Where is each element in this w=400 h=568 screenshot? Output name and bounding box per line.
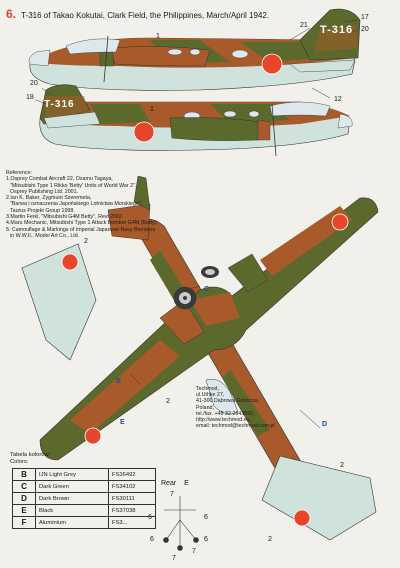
wing-underside-left	[21, 243, 97, 361]
color-letter: F	[12, 516, 36, 529]
publisher-email: email: techmod@techmod.com.pl	[196, 423, 275, 430]
publisher-address: Techmod, ul.Uthke 27, 41-300 Dąbrowa Gór…	[196, 386, 275, 429]
rear-label: Rear E	[161, 480, 189, 487]
colors-heading: Tabela kolorów: Colors:	[10, 452, 50, 466]
colors-title-en: Colors:	[10, 459, 29, 465]
color-fs: FS3...	[108, 516, 156, 529]
tail-code-lower: T-316	[44, 99, 75, 110]
callout-7b: 7	[192, 548, 196, 555]
callout-7c: 7	[172, 555, 176, 562]
callout-17: 17	[361, 14, 369, 21]
callout-6c: 6	[150, 536, 154, 543]
reference-line: 4.Maru Mechanic, Mitsubishi Type 1 Attac…	[6, 220, 158, 227]
publisher-url: http://www.techmod.eu,	[196, 417, 252, 424]
tail-code-upper: T-316	[320, 24, 354, 36]
color-row: B IJN Light Grey FS36492	[12, 468, 156, 481]
plan-view	[39, 175, 379, 491]
wheel-detail	[173, 286, 197, 310]
color-fs: FS37038	[108, 504, 156, 517]
color-name: Aluminium	[35, 516, 109, 529]
callout-21: 21	[300, 22, 308, 29]
callout-1b: 1	[150, 106, 154, 113]
references-heading: Reference:	[6, 170, 32, 176]
reference-line: 5. Camouflage & Markings of Imperial Jap…	[6, 226, 156, 233]
callout-6d: 6	[204, 536, 208, 543]
tailwheel-detail	[201, 266, 219, 278]
color-row: E Black FS37038	[12, 504, 156, 517]
rear-gear-diagram	[163, 496, 199, 551]
references-block: Reference: 1.Osprey Combat Aircraft 22, …	[6, 170, 196, 239]
reference-line: 3.Martin Ferkl, "Mitsubishi G4M Betty", …	[6, 214, 124, 221]
reference-line: Osprey Publishing Ltd. 2001.	[10, 188, 79, 195]
reference-line: "Mitsubishi Type 1 Rikko 'Betty' Units o…	[10, 182, 137, 189]
color-letter: D	[12, 492, 36, 505]
callout-D: D	[322, 421, 328, 428]
color-name: Dark Brown	[35, 492, 109, 505]
callout-C: C	[204, 286, 210, 293]
reference-line: 2.Ian K. Baker, Zygmunt Szeremeta,	[6, 195, 92, 202]
callout-2c: 2	[340, 462, 344, 469]
profile-number: 6.	[6, 7, 17, 21]
color-fs: FS34102	[108, 480, 156, 493]
reference-line: 1.Osprey Combat Aircraft 22, Osamu Tagay…	[6, 176, 113, 183]
publisher-line: tel./fax. +48 32 2643692,	[196, 410, 255, 417]
callout-18: 18	[26, 94, 34, 101]
publisher-line: Techmod,	[196, 386, 219, 392]
colors-title-pl: Tabela kolorów:	[10, 452, 51, 458]
color-letter: C	[12, 480, 36, 493]
callout-leaders	[35, 19, 359, 429]
callout-20b: 20	[30, 80, 38, 87]
callout-B: B	[116, 378, 122, 385]
publisher-line: 41-300 Dąbrowa Górnicza,	[196, 398, 260, 405]
callout-7a: 7	[170, 491, 174, 498]
callout-2a: 2	[84, 238, 88, 245]
callout-12: 12	[334, 96, 342, 103]
callout-6b: 6	[204, 514, 208, 521]
wing-underside-right	[261, 455, 377, 541]
reference-line: Taurus Projekt Group 1998.	[10, 207, 75, 214]
rear-text: Rear	[161, 480, 177, 487]
profile-title: T-316 of Takao Kokutai, Clark Field, the…	[21, 11, 270, 20]
callout-1: 1	[156, 33, 160, 40]
color-row: D Dark Brown FS30111	[12, 492, 156, 505]
publisher-line: Poland,	[196, 404, 214, 411]
color-letter: E	[12, 504, 36, 517]
page-title: 6. T-316 of Takao Kokutai, Clark Field, …	[6, 7, 269, 21]
rear-letter: E	[184, 480, 189, 487]
color-name: Black	[35, 504, 109, 517]
side-profile-lower	[39, 84, 353, 157]
callout-2d: 2	[268, 536, 272, 543]
color-fs: FS30111	[108, 492, 156, 505]
color-name: IJN Light Grey	[35, 468, 109, 481]
callout-20: 20	[361, 26, 369, 33]
callout-2b: 2	[166, 398, 170, 405]
reference-line: in W.W.II., Model Art Co., Ltd.	[10, 232, 80, 239]
color-row: C Dark Green FS34102	[12, 480, 156, 493]
publisher-line: ul.Uthke 27,	[196, 392, 225, 399]
color-name: Dark Green	[35, 480, 109, 493]
color-letter: B	[12, 468, 36, 481]
colors-table: B IJN Light Grey FS36492 C Dark Green FS…	[12, 468, 156, 529]
side-profile-upper	[28, 8, 361, 91]
reference-line: "Barwa i oznaczenia Japońskiego Lotnictw…	[10, 201, 143, 208]
color-fs: FS36492	[108, 468, 156, 481]
callout-E: E	[120, 419, 125, 426]
color-row: F Aluminium FS3...	[12, 516, 156, 529]
